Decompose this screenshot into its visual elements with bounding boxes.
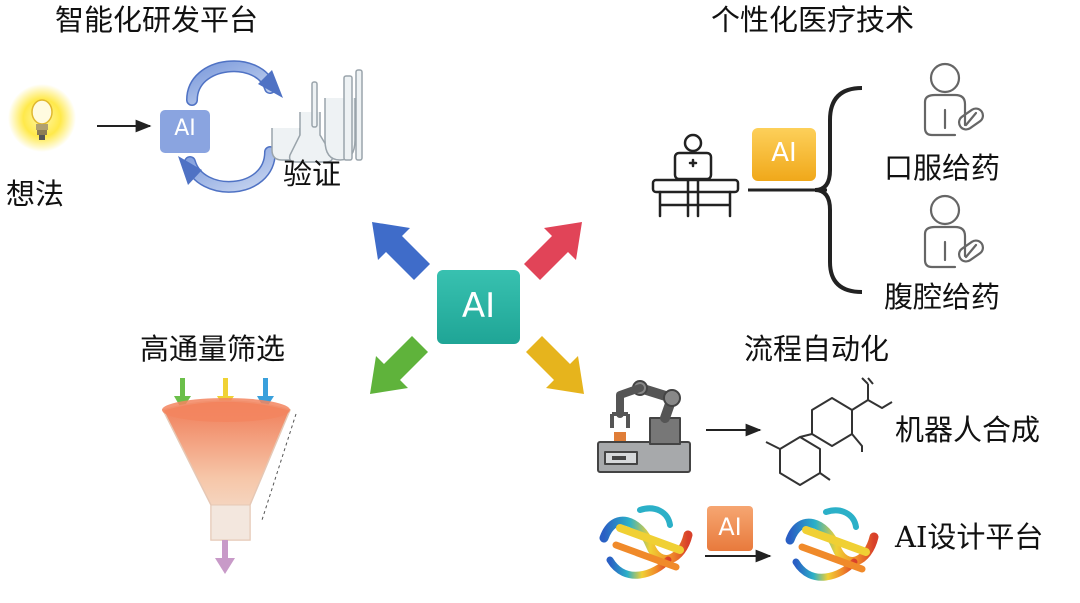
robot-arm-icon — [597, 380, 691, 473]
high-throughput-screening-title: 高通量筛选 — [140, 332, 286, 366]
rnd-platform-title: 智能化研发平台 — [55, 3, 259, 37]
protein-structure-right-icon — [785, 507, 879, 581]
molecule-structure-icon — [765, 377, 893, 486]
cycle-arrows-icon — [178, 60, 283, 193]
ai-design-platform-label: AI设计平台 — [895, 520, 1044, 554]
abdominal-dosing-person-icon — [923, 194, 985, 269]
arrow-up-right — [524, 222, 582, 280]
oral-dosing-label: 口服给药 — [884, 151, 1001, 185]
ai-badge-design-label: AI — [718, 513, 742, 541]
robot-synthesis-label: 机器人合成 — [895, 413, 1041, 447]
funnel-icon — [161, 378, 297, 574]
ai-badge-design-box — [707, 506, 753, 551]
lab-glassware-icon — [271, 69, 363, 163]
center-ai-box — [437, 270, 520, 344]
arrow-down-right — [526, 336, 584, 394]
arrow-down-left — [370, 336, 428, 394]
process-automation-title: 流程自动化 — [744, 332, 890, 366]
ai-badge-rnd-box — [160, 110, 210, 153]
ai-badge-rnd-label: AI — [174, 116, 196, 141]
protein-structure-left-icon — [599, 505, 693, 579]
oral-dosing-person-icon — [923, 62, 985, 137]
curly-brace-icon — [814, 86, 863, 294]
verify-label: 验证 — [283, 157, 342, 191]
idea-label: 想法 — [6, 177, 65, 211]
ai-badge-medical-label: AI — [771, 138, 797, 168]
arrow-up-left — [372, 222, 430, 280]
personalized-medicine-title: 个性化医疗技术 — [711, 3, 915, 37]
lightbulb-icon — [8, 84, 76, 152]
abdominal-dosing-label: 腹腔给药 — [884, 280, 1001, 314]
center-ai-label: AI — [461, 286, 496, 326]
ai-badge-medical-box — [752, 128, 816, 181]
patient-icon — [651, 133, 740, 218]
